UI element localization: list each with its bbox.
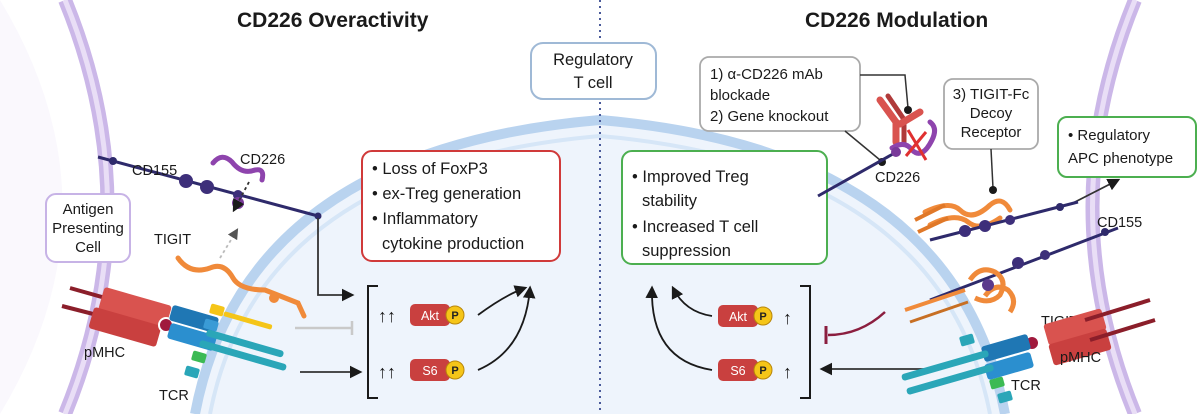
label-cd226-right: CD226 xyxy=(875,170,920,186)
cd155-right-upper xyxy=(929,200,1079,242)
apc-box-line1: Antigen xyxy=(63,201,114,218)
s6-outcome-arrow-left xyxy=(477,285,536,371)
label-tcr-right: TCR xyxy=(1011,378,1041,394)
cd155-signal-arrow xyxy=(317,218,355,302)
decoy-box: 3) TIGIT-Fc Decoy Receptor xyxy=(943,78,1039,150)
apc-phenotype-line-2: APC phenotype xyxy=(1068,150,1173,167)
right-outcome-2: stability xyxy=(642,192,698,210)
akt-up-left: ↑↑ xyxy=(378,306,396,326)
label-tcr-left: TCR xyxy=(159,388,189,404)
modulation-box: 1) α-CD226 mAb blockade 2) Gene knockout xyxy=(699,56,861,132)
bracket-right xyxy=(800,285,811,399)
apc-phenotype-box: • Regulatory APC phenotype xyxy=(1057,116,1197,178)
label-cd155-left: CD155 xyxy=(132,163,177,179)
label-pmhc-left: pMHC xyxy=(84,345,125,361)
s6-left: S6 P xyxy=(410,359,465,381)
s6-right-phospho: P xyxy=(759,365,766,377)
apc-box-line2: Presenting xyxy=(52,220,124,237)
right-outcome-4: suppression xyxy=(642,242,731,260)
apc-box: Antigen Presenting Cell xyxy=(45,193,131,263)
s6-left-label: S6 xyxy=(422,364,437,378)
decoy-callout xyxy=(990,148,994,189)
antibody-callout xyxy=(860,74,909,109)
s6-right: S6 P xyxy=(718,359,773,381)
akt-left: Akt P xyxy=(410,304,465,326)
akt-left-label: Akt xyxy=(421,309,440,323)
s6-up-right: ↑ xyxy=(783,362,792,382)
akt-right-phospho: P xyxy=(759,311,766,323)
akt-outcome-arrow-left xyxy=(477,285,528,316)
decoy-line-3: Receptor xyxy=(961,124,1022,141)
apc-membrane-right xyxy=(1085,0,1142,414)
left-outcome-2: • ex-Treg generation xyxy=(372,185,521,203)
modulation-line-1: 1) α-CD226 mAb xyxy=(710,66,823,83)
akt-outcome-arrow-right xyxy=(671,285,713,317)
s6-up-left: ↑↑ xyxy=(378,362,396,382)
cd155-left xyxy=(97,155,322,220)
cd226-right xyxy=(817,119,938,198)
s6-left-phospho: P xyxy=(451,365,458,377)
akt-right-label: Akt xyxy=(729,310,748,324)
left-outcome-1: • Loss of FoxP3 xyxy=(372,160,488,178)
title-left: CD226 Overactivity xyxy=(237,9,429,32)
apc-phenotype-line-1: • Regulatory xyxy=(1068,127,1150,144)
akt-left-phospho: P xyxy=(451,310,458,322)
modulation-line-2: blockade xyxy=(710,87,770,104)
pmhc-tcr-right xyxy=(901,298,1156,404)
regulatory-t-cell-line2: T cell xyxy=(573,74,612,92)
antibody-icon xyxy=(876,93,924,146)
apc-box-line3: Cell xyxy=(75,239,101,256)
akt-up-right: ↑ xyxy=(783,308,792,328)
tigit-binding-arrow xyxy=(219,228,239,259)
decoy-callout-dot xyxy=(989,186,997,194)
bracket-left xyxy=(367,285,378,399)
left-outcome-4: cytokine production xyxy=(382,235,524,253)
knockout-callout xyxy=(844,130,881,161)
label-cd226-left: CD226 xyxy=(240,152,285,168)
pmhc-tcr-left xyxy=(61,286,287,379)
s6-right-label: S6 xyxy=(730,364,745,378)
label-cd155-right: CD155 xyxy=(1097,215,1142,231)
regulatory-t-cell-box: Regulatory T cell xyxy=(530,42,657,100)
tigit-inhibition-right xyxy=(827,311,886,337)
cd155-tigit-right-lower xyxy=(904,226,1119,324)
decoy-line-1: 3) TIGIT-Fc xyxy=(953,86,1030,103)
apc-phenotype-arrow xyxy=(1072,178,1121,204)
decoy-line-2: Decoy xyxy=(970,105,1013,122)
left-outcome-3: • Inflammatory xyxy=(372,210,478,228)
modulation-line-3: 2) Gene knockout xyxy=(710,108,829,125)
label-tigit-left: TIGIT xyxy=(154,232,191,248)
right-outcome-3: • Increased T cell xyxy=(632,218,758,236)
right-outcome-1: • Improved Treg xyxy=(632,168,749,186)
right-outcomes-box: • Improved Treg stability • Increased T … xyxy=(621,150,828,265)
s6-outcome-arrow-right xyxy=(645,285,713,371)
antibody-callout-dot xyxy=(904,106,912,114)
tigit-left xyxy=(175,255,307,319)
title-right: CD226 Modulation xyxy=(805,9,988,32)
regulatory-t-cell-line1: Regulatory xyxy=(553,51,634,69)
akt-right: Akt P xyxy=(718,305,773,327)
label-pmhc-right: pMHC xyxy=(1060,350,1101,366)
cd226-binding-arrow xyxy=(232,181,250,213)
left-outcomes-box: • Loss of FoxP3 • ex-Treg generation • I… xyxy=(361,150,561,262)
